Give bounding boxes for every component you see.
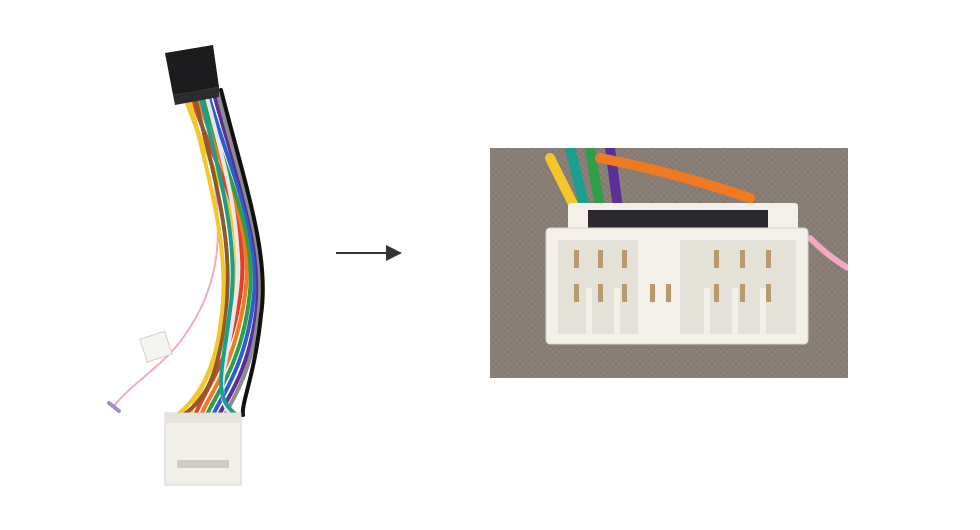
wire-bundle [175,88,265,417]
background-wires [545,148,848,271]
wire-tip [107,401,121,413]
top-connector [165,45,219,105]
closeup-illustration [490,148,848,378]
pink-wire [112,154,219,408]
harness-illustration [107,45,265,486]
connector-housing [545,203,809,345]
arrow [330,238,410,268]
right-arrow-icon [336,245,402,261]
connector-label [588,210,768,230]
connector-pins [574,250,771,302]
harness-photo [95,35,295,495]
wire-tag [139,330,173,363]
bottom-connector [164,412,242,486]
connector-closeup-photo [490,148,848,378]
